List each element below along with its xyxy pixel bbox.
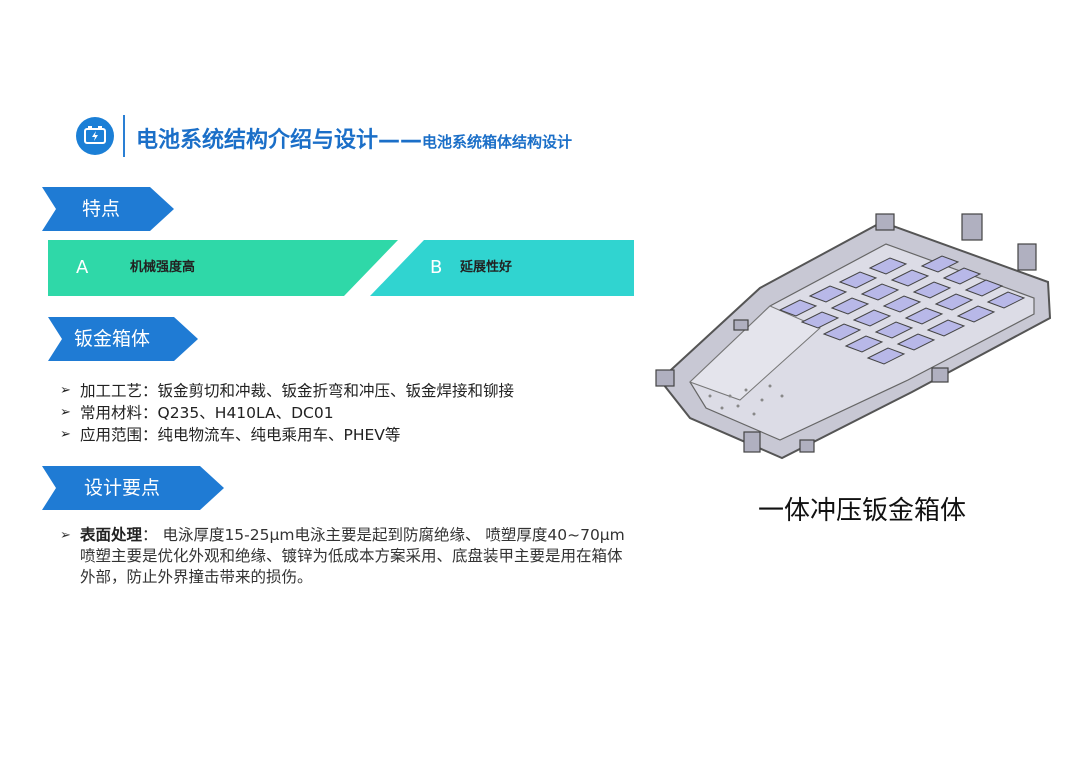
chevron-right-icon: ➢ [60,405,71,420]
section-tag-sheet-box: 钣金箱体 [48,317,198,361]
section-tag-features: 特点 [42,187,174,231]
section-tag-features-label: 特点 [82,198,121,220]
title-divider [123,115,125,157]
battery-logo-icon [76,117,114,155]
chevron-right-icon: ➢ [60,383,71,398]
page-title-sub: 电池系统箱体结构设计 [422,133,573,151]
figure-caption: 一体冲压钣金箱体 [758,496,967,526]
section-tag-sheet-box-label: 钣金箱体 [74,328,151,350]
design-key: 表面处理 [80,526,143,544]
feature-a-text: 机械强度高 [130,260,196,275]
list-item: ➢应用范围：纯电物流车、纯电乘用车、PHEV等 [60,426,401,444]
section-tag-design-points: 设计要点 [42,466,224,510]
list-item: ➢加工工艺：钣金剪切和冲裁、钣金折弯和冲压、钣金焊接和铆接 [60,382,515,400]
list-item: ➢常用材料：Q235、H410LA、DC01 [60,404,334,422]
feature-b-text: 延展性好 [460,260,513,275]
design-text: ： 电泳厚度15-25μm电泳主要是起到防腐绝缘、 喷塑厚度40~70μm 喷塑… [80,526,625,586]
chevron-right-icon: ➢ [60,427,71,442]
features-bar: A 机械强度高 B 延展性好 [48,240,634,296]
feature-a-letter: A [76,257,89,278]
chevron-right-icon: ➢ [60,528,71,543]
feature-b-letter: B [430,257,443,278]
battery-box-illustration [650,200,1070,470]
page-title-main: 电池系统结构介绍与设计—— [136,128,423,153]
design-paragraph: ➢ 表面处理： 电泳厚度15-25μm电泳主要是起到防腐绝缘、 喷塑厚度40~7… [60,525,630,588]
page-title: 电池系统结构介绍与设计——电池系统箱体结构设计 [136,122,572,154]
sheet-box-list: ➢加工工艺：钣金剪切和冲裁、钣金折弯和冲压、钣金焊接和铆接 ➢常用材料：Q235… [60,380,514,446]
section-tag-design-points-label: 设计要点 [84,477,161,499]
